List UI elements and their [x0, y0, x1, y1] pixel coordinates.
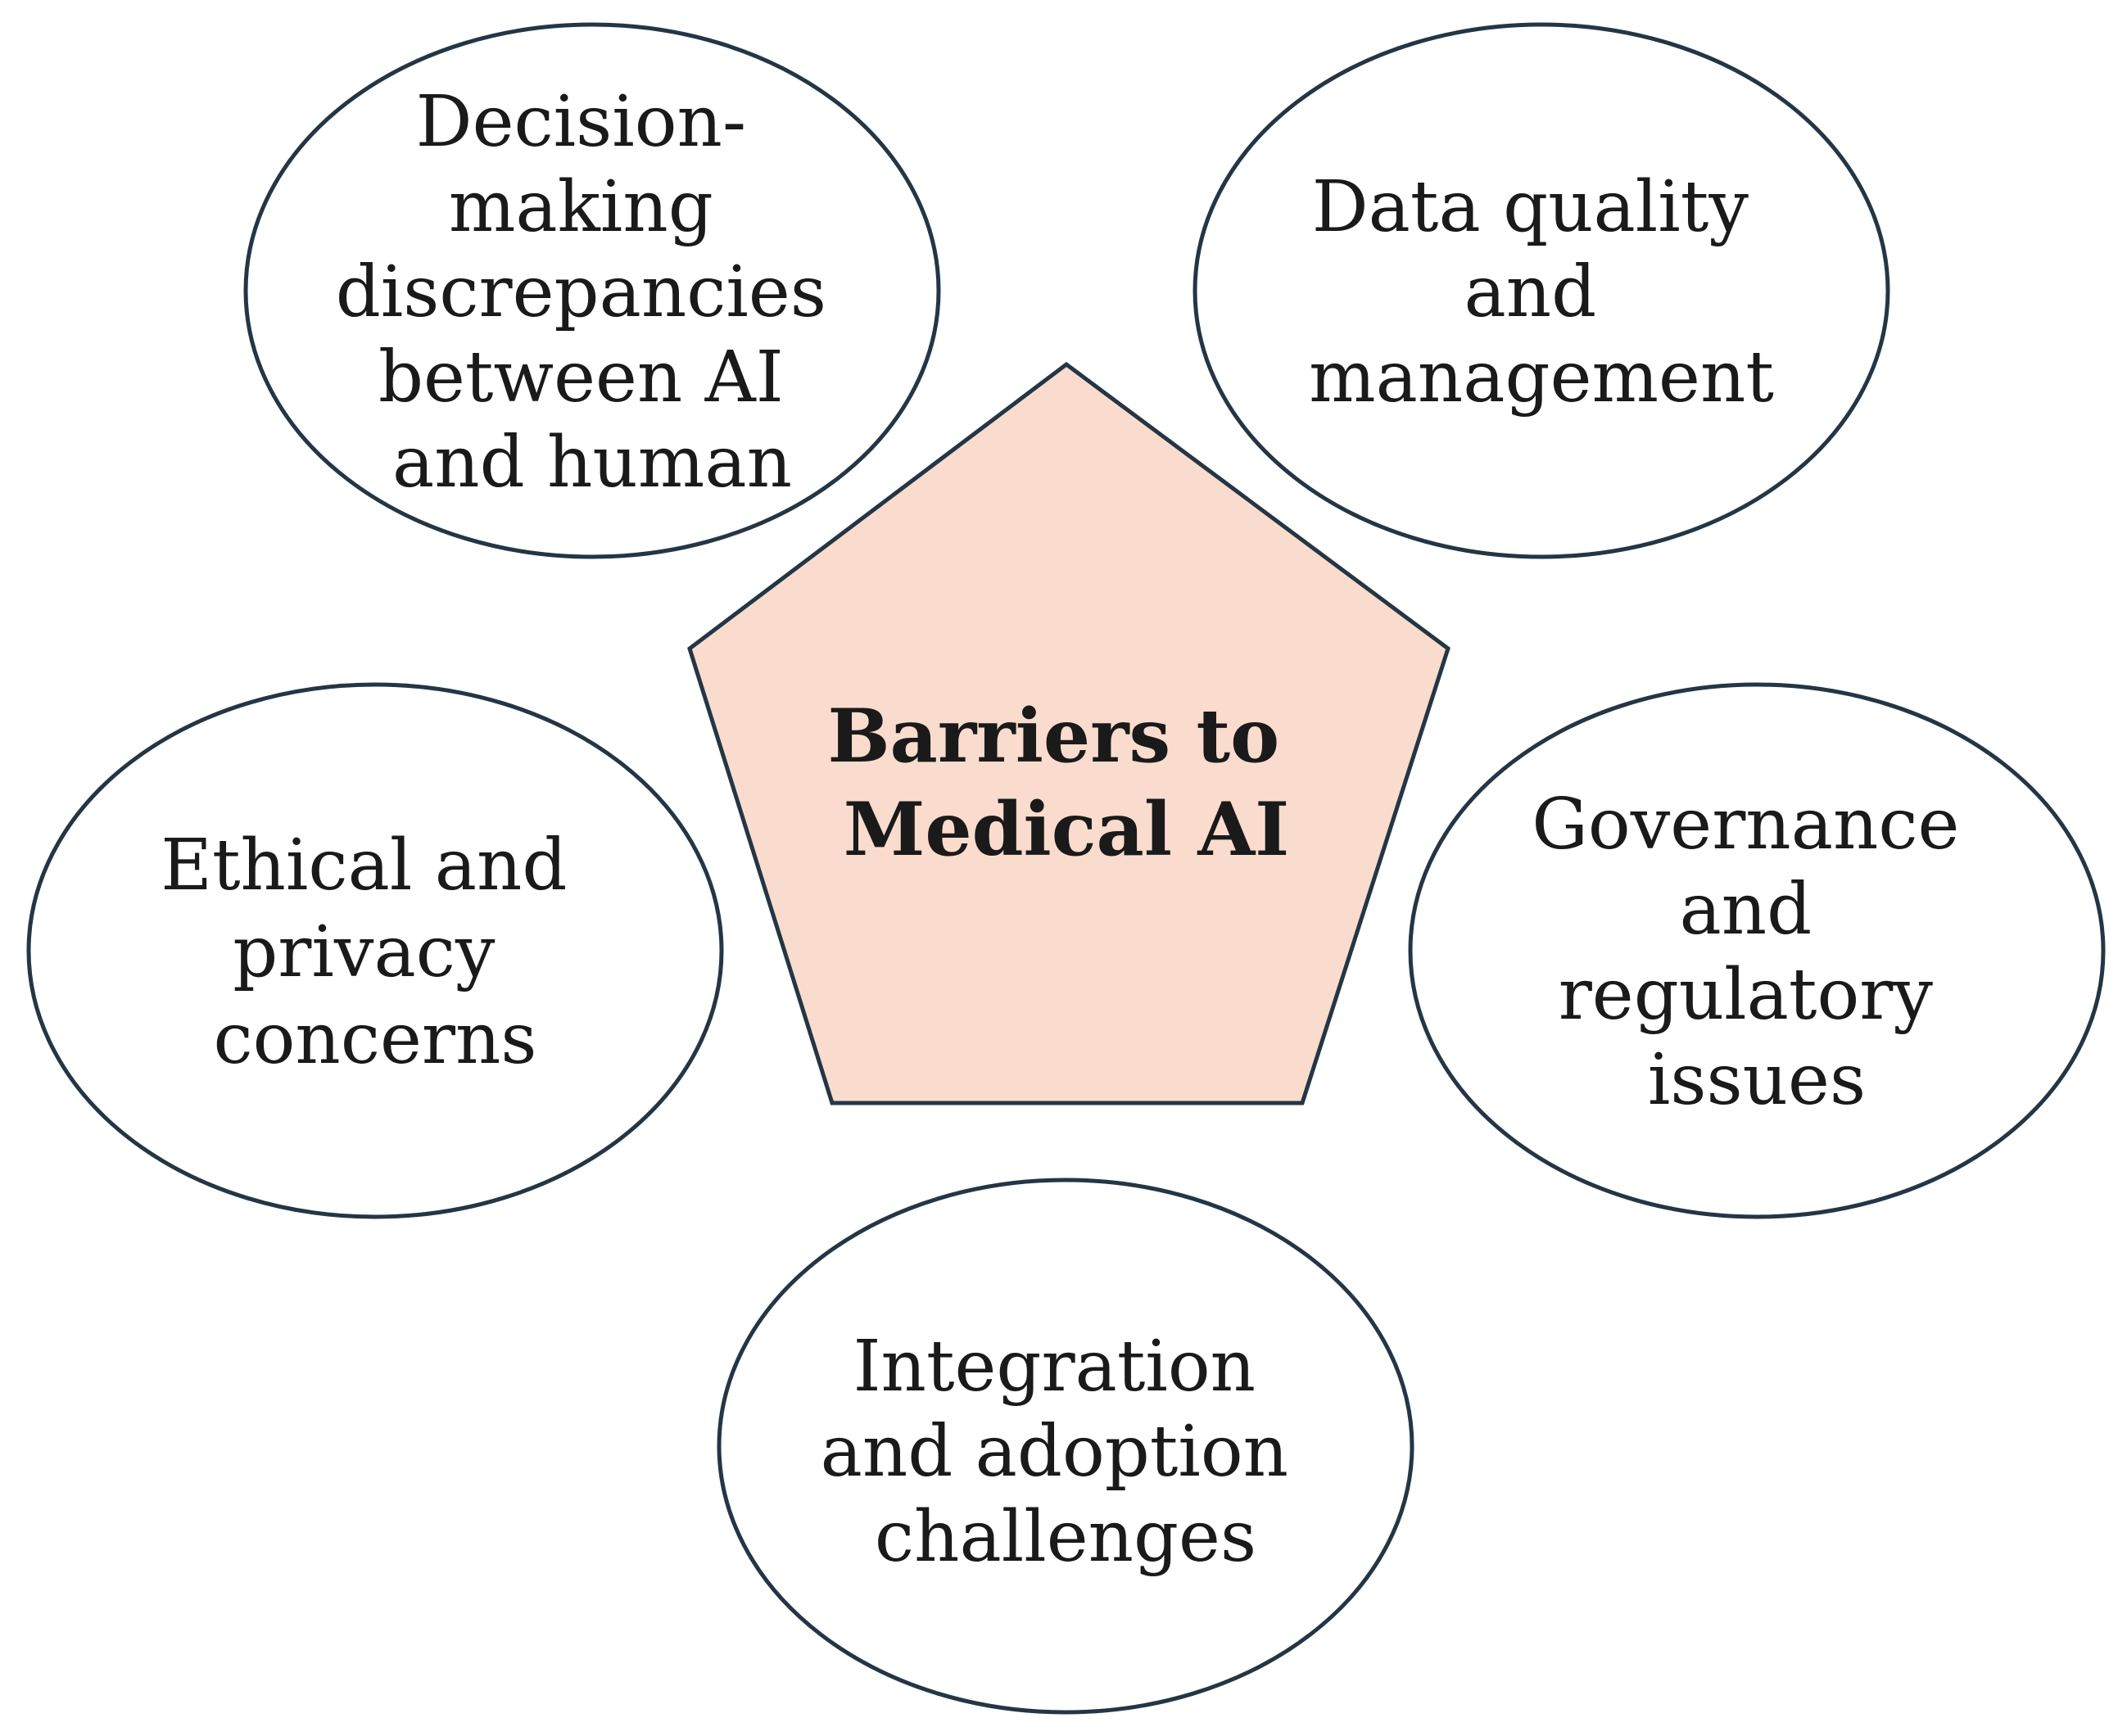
node-label-line: regulatory [1559, 954, 1934, 1036]
node-label-line: concerns [213, 998, 536, 1080]
node-label-line: Data quality [1312, 166, 1749, 248]
node-ellipse-governance [1408, 682, 2106, 1219]
node-label-line: management [1309, 337, 1774, 418]
node-label-line: making [449, 166, 713, 248]
center-title-line: Barriers to [827, 693, 1279, 780]
node-label-line: issues [1648, 1039, 1866, 1121]
node-label-line: privacy [233, 911, 496, 993]
node-ellipse-integration [717, 1178, 1414, 1715]
node-label-line: and human [392, 422, 792, 504]
node-label-line: Ethical and [161, 825, 567, 906]
center-title-line: Medical AI [844, 786, 1290, 873]
node-ellipse-ethical-privacy [26, 682, 724, 1219]
node-label-line: Governance [1532, 784, 1959, 866]
node-label-ethical-privacy: Ethical and privacy concerns [161, 825, 590, 1080]
node-label-line: Decision- [416, 81, 746, 163]
node-label-line: and [1464, 251, 1596, 333]
node-label-line: and [1679, 869, 1812, 951]
center-pentagon [687, 361, 1450, 1105]
center-title: Barriers to Medical AI [827, 693, 1305, 873]
node-label-data-quality: Data quality and management [1309, 166, 1774, 418]
node-ellipse-decision-making [243, 22, 941, 559]
node-label-line: challenges [875, 1496, 1256, 1578]
node-label-line: and adoption [821, 1411, 1288, 1493]
node-label-integration: Integration and adoption challenges [821, 1326, 1311, 1578]
node-label-line: Integration [853, 1326, 1256, 1408]
node-label-line: between AI [378, 337, 784, 418]
ellipse-group [26, 22, 2106, 1715]
node-label-line: discrepancies [336, 251, 826, 333]
node-label-governance: Governance and regulatory issues [1532, 784, 1982, 1121]
node-label-decision-making: Decision- making discrepancies between A… [336, 81, 849, 504]
node-ellipse-data-quality [1193, 22, 1890, 559]
